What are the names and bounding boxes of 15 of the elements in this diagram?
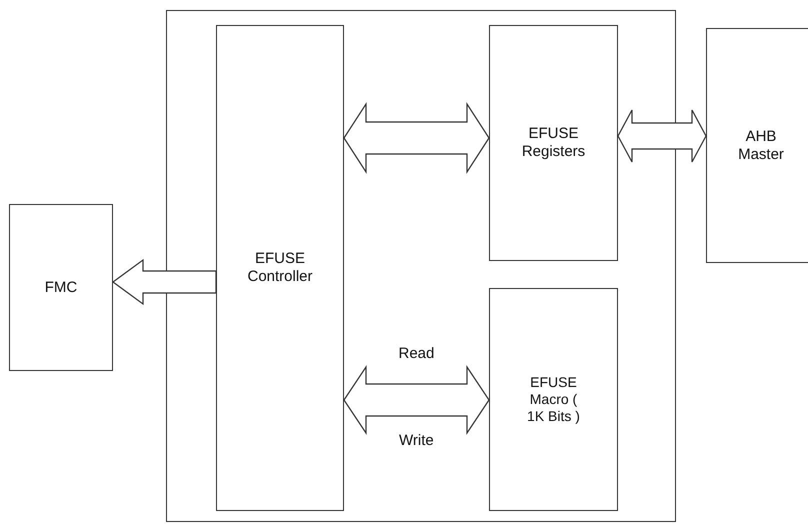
block-label: AHB Master — [737, 128, 785, 164]
block-arrow — [343, 365, 490, 435]
block-box — [9, 204, 113, 371]
block-box — [489, 25, 618, 261]
block-box — [706, 28, 808, 263]
block-label: EFUSE Registers — [520, 125, 586, 161]
block-label: EFUSE Macro ( 1K Bits ) — [526, 374, 581, 425]
block-arrow — [112, 258, 217, 306]
block-arrow — [343, 102, 490, 174]
block-label: EFUSE Controller — [246, 250, 314, 286]
block-arrow — [617, 109, 707, 163]
block-label: FMC — [44, 278, 78, 296]
enclosure-box — [166, 10, 676, 522]
block-box — [489, 288, 618, 511]
block-box — [216, 25, 344, 511]
